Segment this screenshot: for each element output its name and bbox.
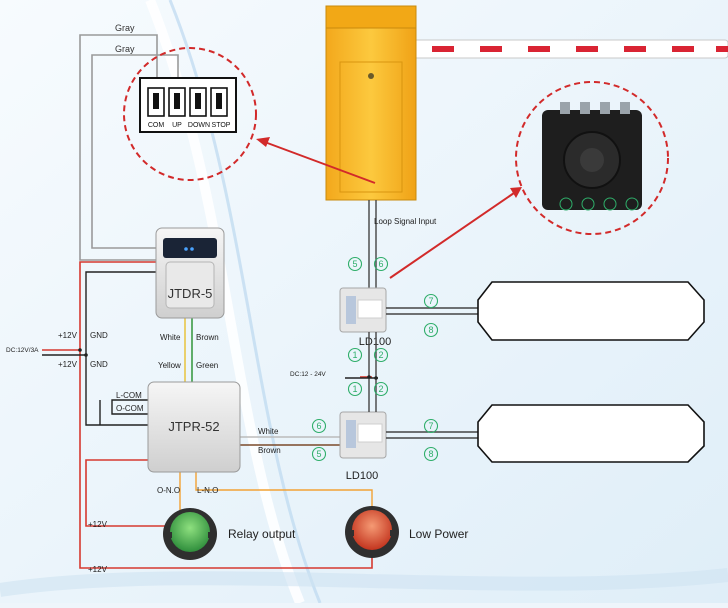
decor-wave [0, 568, 728, 597]
label-loop-signal: Loop Signal Input [374, 217, 437, 226]
ld100-bottom-device [339, 411, 387, 459]
orange-wires [179, 472, 373, 510]
num-8-top: 8 [428, 325, 433, 335]
ld100-bottom-label: LD100 [346, 470, 378, 482]
ld100-top-label: LD100 [359, 336, 391, 348]
label-gnd-b: GND [90, 360, 108, 369]
relay-output-light [163, 508, 217, 560]
num-2-b: 2 [378, 384, 383, 394]
arrowhead-terminal [256, 137, 270, 147]
jtdr-label: JTDR-5 [168, 286, 213, 301]
label-gray-top: Gray [115, 23, 135, 33]
arrowhead-socket [510, 187, 522, 198]
num-6-top: 6 [378, 259, 383, 269]
terminal-stop: STOP [212, 122, 231, 129]
gnd-wires [42, 271, 378, 426]
number-circles [311, 256, 439, 462]
relay-socket [542, 102, 642, 211]
callout-socket-circle [515, 81, 669, 235]
num-6-bottom: 6 [316, 421, 321, 431]
label-l-com: L-COM [116, 391, 142, 400]
terminal-block: COM UP DOWN STOP [139, 77, 237, 133]
label-gray-second: Gray [115, 44, 135, 54]
barrier-gate [325, 5, 728, 201]
label-gnd-a: GND [90, 331, 108, 340]
label-white-mid: White [258, 427, 279, 436]
jtpr-label: JTPR-52 [168, 419, 219, 434]
low-power-light [345, 506, 399, 558]
arrow-to-terminal [261, 140, 376, 184]
label-plus12v-c: +12V [88, 520, 108, 529]
label-dc-input: DC:12V/3A [6, 347, 39, 354]
junction-dots [78, 348, 378, 380]
label-yellow: Yellow [158, 361, 181, 370]
arrow-to-socket [389, 192, 515, 279]
num-5-bottom: 5 [316, 449, 321, 459]
terminal-com: COM [148, 122, 165, 129]
num-7-bottom: 7 [428, 421, 433, 431]
relay-output-label: Relay output [228, 527, 296, 541]
num-5-top: 5 [352, 259, 357, 269]
loop-coil-bottom [477, 404, 705, 463]
label-l-no: L-N.O [197, 486, 218, 495]
label-brown-mid: Brown [258, 446, 281, 455]
callout-terminal-circle [123, 47, 257, 181]
ld100-top-device [339, 287, 387, 333]
loop-coil-top [477, 281, 705, 341]
gray-wires [79, 34, 179, 261]
label-plus12v-b: +12V [58, 360, 78, 369]
num-2-a: 2 [378, 350, 383, 360]
label-white-top: White [160, 333, 181, 342]
label-o-com: O-COM [116, 404, 144, 413]
label-green: Green [196, 361, 218, 370]
num-7-top: 7 [428, 296, 433, 306]
terminal-up: UP [172, 122, 182, 129]
num-1-a: 1 [352, 350, 357, 360]
jtdr-5-device: JTDR-5 [155, 227, 225, 319]
jtpr-52-device: JTPR-52 [147, 381, 241, 473]
terminal-down: DOWN [188, 122, 210, 129]
label-plus12v-d: +12V [88, 565, 108, 574]
power-wires-red [42, 261, 373, 569]
num-8-bottom: 8 [428, 449, 433, 459]
label-brown-top: Brown [196, 333, 219, 342]
label-o-no: O-N.O [157, 486, 180, 495]
num-1-b: 1 [352, 384, 357, 394]
label-plus12v-a: +12V [58, 331, 78, 340]
low-power-label: Low Power [409, 527, 468, 541]
label-dc-12-24v: DC:12 - 24V [290, 371, 326, 378]
